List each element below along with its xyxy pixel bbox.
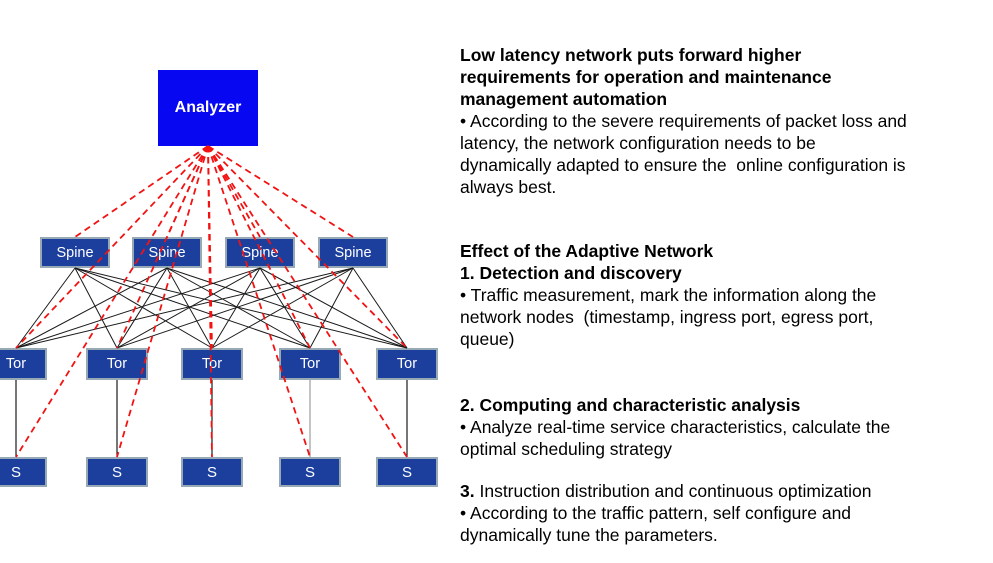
- text-line: always best.: [460, 177, 557, 197]
- text-line: 1. Detection and discovery: [460, 263, 682, 283]
- text-line: management automation: [460, 89, 668, 109]
- paragraph-spacer: [460, 350, 990, 394]
- tor-node-5: Tor: [376, 348, 438, 380]
- text-line: • Analyze real-time service characterist…: [460, 417, 891, 437]
- text-line: network nodes (timestamp, ingress port, …: [460, 307, 874, 327]
- text-line: requirements for operation and maintenan…: [460, 67, 832, 87]
- text-line: 2. Computing and characteristic analysis: [460, 395, 801, 415]
- analyzer-telemetry-links: [15, 145, 408, 458]
- server-node-3: S: [181, 457, 243, 487]
- tor-node-4: Tor: [279, 348, 341, 380]
- text-line: • According to the severe requirements o…: [460, 111, 907, 131]
- server-label: S: [304, 463, 315, 481]
- spine-node-3: Spine: [225, 237, 295, 268]
- tor-label: Tor: [396, 356, 418, 372]
- spine-label: Spine: [241, 244, 279, 261]
- spine-node-4: Spine: [318, 237, 388, 268]
- spine-tor-mesh-lines: [15, 267, 408, 349]
- text-line: • Traffic measurement, mark the informat…: [460, 285, 877, 305]
- server-node-5: S: [376, 457, 438, 487]
- tor-label: Tor: [5, 356, 27, 372]
- analyzer-node: Analyzer: [158, 70, 258, 146]
- spine-node-1: Spine: [40, 237, 110, 268]
- paragraph-spacer: [460, 198, 990, 240]
- text-line: dynamically adapted to ensure the online…: [460, 155, 906, 175]
- tor-node-1: Tor: [0, 348, 47, 380]
- server-label: S: [401, 463, 412, 481]
- spine-label: Spine: [334, 244, 372, 261]
- network-diagram: Analyzer Spine Spine Spine Spine Tor Tor…: [0, 0, 460, 563]
- server-label: S: [206, 463, 217, 481]
- spine-node-2: Spine: [132, 237, 202, 268]
- server-label: S: [10, 463, 21, 481]
- server-node-2: S: [86, 457, 148, 487]
- tor-node-3: Tor: [181, 348, 243, 380]
- text-line: latency, the network configuration needs…: [460, 133, 816, 153]
- tor-label: Tor: [299, 356, 321, 372]
- text-line: optimal scheduling strategy: [460, 439, 673, 459]
- text-line: dynamically tune the parameters.: [460, 525, 718, 545]
- paragraph-spacer: [460, 460, 990, 480]
- tor-server-links: [15, 380, 408, 457]
- text-line-bold-prefix: 3.: [460, 481, 475, 501]
- text-line: Effect of the Adaptive Network: [460, 241, 714, 261]
- tor-node-2: Tor: [86, 348, 148, 380]
- tor-label: Tor: [106, 356, 128, 372]
- text-line: 3. Instruction distribution and continuo…: [460, 480, 990, 502]
- text-line: Low latency network puts forward higher: [460, 45, 802, 65]
- text-line: • According to the traffic pattern, self…: [460, 503, 852, 523]
- server-node-1: S: [0, 457, 47, 487]
- spine-label: Spine: [56, 244, 94, 261]
- server-node-4: S: [279, 457, 341, 487]
- text-line-rest: Instruction distribution and continuous …: [474, 481, 872, 501]
- server-label: S: [111, 463, 122, 481]
- spine-label: Spine: [148, 244, 186, 261]
- analyzer-label: Analyzer: [174, 99, 242, 116]
- tor-label: Tor: [201, 356, 223, 372]
- text-line: queue): [460, 329, 515, 349]
